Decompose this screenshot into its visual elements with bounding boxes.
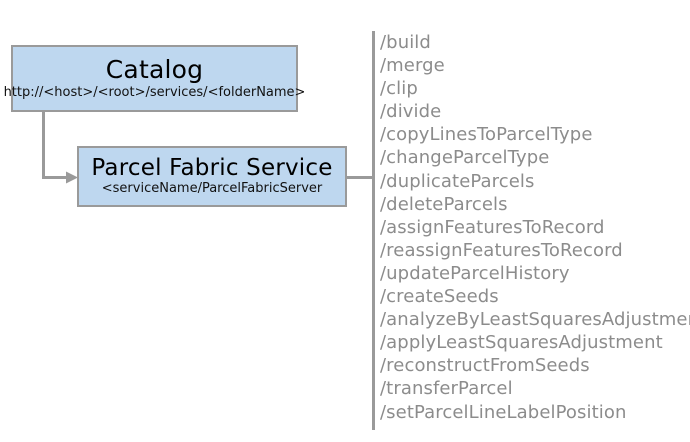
operation-item: /analyzeByLeastSquaresAdjustment — [380, 309, 690, 331]
node-parcel-fabric-service: Parcel Fabric Service <serviceName/Parce… — [77, 146, 347, 207]
operation-item: /duplicateParcels — [380, 170, 535, 192]
operations-list: /build /merge /clip /divide /copyLinesTo… — [380, 31, 690, 424]
operation-item: /reconstructFromSeeds — [380, 355, 590, 377]
operation-item: /updateParcelHistory — [380, 262, 570, 284]
operation-item: /build — [380, 32, 431, 53]
operation-item: /createSeeds — [380, 286, 499, 308]
operation-item: /divide — [380, 101, 442, 123]
operation-item: /copyLinesToParcelType — [380, 124, 593, 146]
operation-item: /setParcelLineLabelPosition — [380, 401, 627, 423]
operation-item: /merge — [380, 55, 445, 77]
operation-item: /changeParcelType — [380, 147, 550, 169]
catalog-url: http://<host>/<root>/services/<folderNam… — [3, 84, 306, 100]
catalog-to-parcel-connector — [42, 112, 66, 179]
operation-item: /assignFeaturesToRecord — [380, 216, 605, 238]
catalog-title: Catalog — [105, 54, 204, 84]
operation-item: /transferParcel — [380, 378, 513, 400]
parcel-fabric-service-title: Parcel Fabric Service — [91, 155, 333, 182]
operation-item: /applyLeastSquaresAdjustment — [380, 332, 663, 354]
operation-item: /clip — [380, 78, 418, 100]
operation-item: /deleteParcels — [380, 193, 508, 215]
node-catalog: Catalog http://<host>/<root>/services/<f… — [4, 45, 305, 112]
operation-item: /reassignFeaturesToRecord — [380, 239, 623, 261]
parcel-fabric-service-path: <serviceName/ParcelFabricServer — [101, 181, 323, 197]
